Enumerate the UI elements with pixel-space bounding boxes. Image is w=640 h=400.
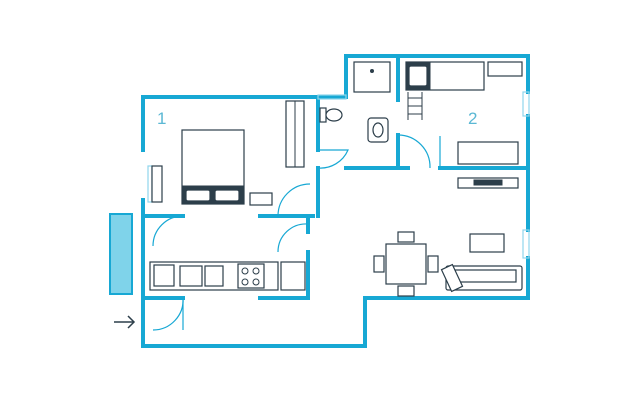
nightstand [249,192,273,206]
toilet [319,107,343,123]
walls [141,54,530,348]
kitchen-counter [149,261,279,291]
wardrobe [285,100,305,168]
balcony [109,213,133,295]
single-bed [405,61,485,91]
sofa [440,263,523,293]
dining-table [373,231,439,297]
sink [367,117,389,143]
right-arrow-icon [114,315,136,329]
tv-stand [457,177,519,189]
ladder [407,92,423,120]
room-label-2: 2 [468,109,477,128]
room-label-1: 1 [157,109,166,128]
shower [353,61,391,93]
fridge [280,261,306,291]
double-bed [181,129,245,205]
doors [152,134,441,331]
wardrobe-2 [457,141,519,165]
coffee-table [469,233,505,253]
desk [487,61,523,77]
dresser [151,165,163,203]
